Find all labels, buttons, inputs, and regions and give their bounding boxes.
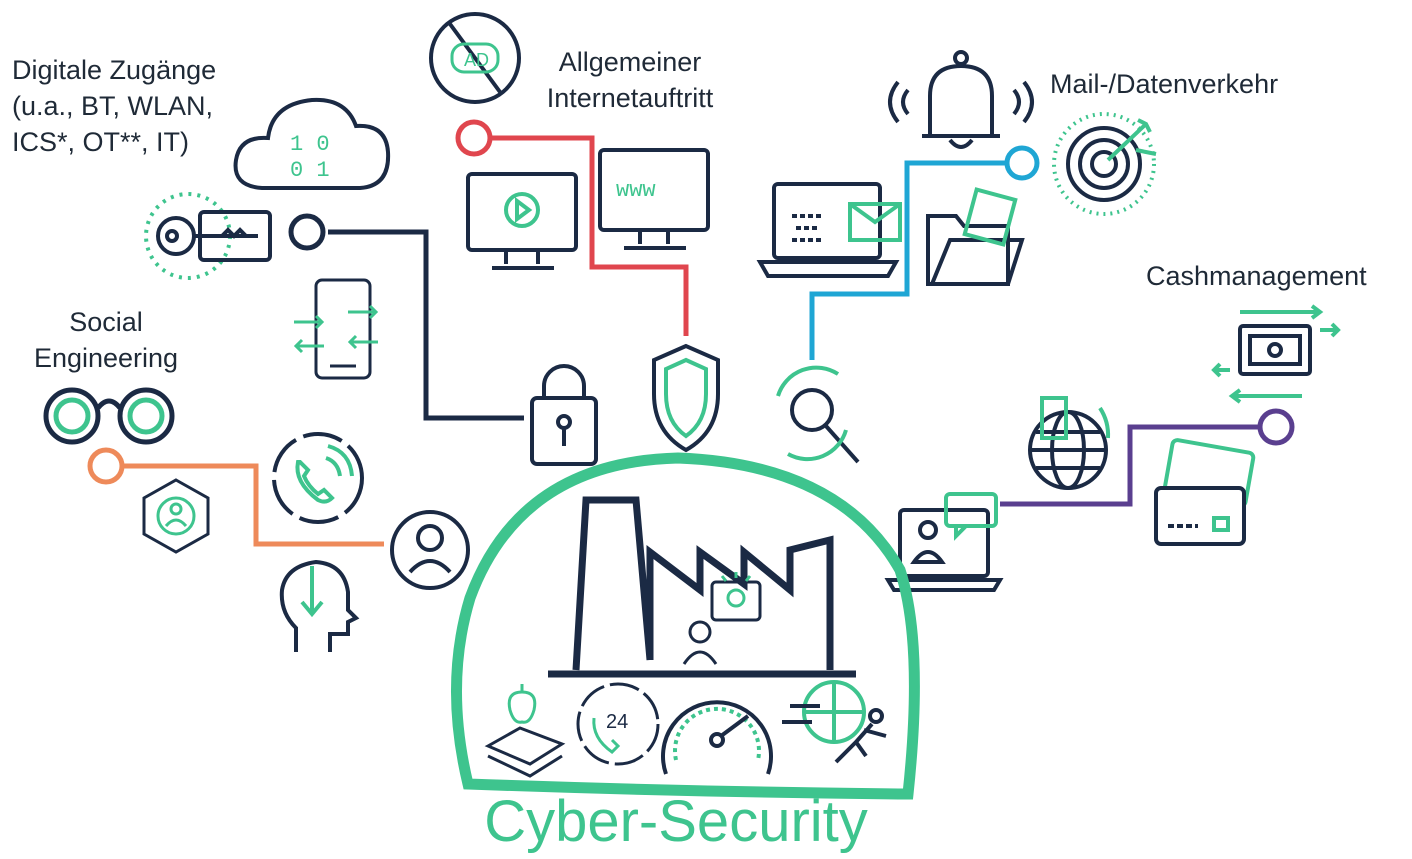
hotline-24-text: 24 [606, 711, 628, 733]
globe-runner-icon [782, 680, 887, 764]
ad-block-icon [429, 12, 521, 104]
head-download-icon [279, 559, 360, 652]
shield-icon [652, 343, 720, 453]
connector-digital-access [328, 229, 524, 421]
smartphone-transfer-icon [293, 278, 379, 380]
padlock-icon [530, 364, 598, 466]
user-avatar-icon [390, 510, 470, 590]
worker-idea-icon [682, 572, 762, 665]
search-refresh-icon [776, 365, 860, 464]
video-chat-laptop-icon [884, 492, 1004, 592]
connector-mail [809, 160, 1008, 360]
ad-block-text: AD [464, 50, 489, 70]
node-web-presence [455, 119, 493, 157]
bell-icon [888, 50, 1034, 149]
target-icon [1052, 112, 1157, 216]
speedometer-icon [661, 700, 773, 775]
video-monitor-icon [466, 172, 578, 270]
cloud-data-icon: 1 0 0 1 [233, 97, 391, 190]
node-social [87, 447, 125, 485]
website-monitor-icon [598, 148, 710, 250]
apple-books-icon [484, 684, 566, 778]
phone-call-icon [272, 432, 364, 524]
factory-icon [548, 496, 856, 678]
folder-document-icon [926, 187, 1025, 286]
global-network-icon [1028, 396, 1111, 490]
cyber-security-dome [451, 452, 920, 800]
node-cash [1257, 408, 1295, 446]
node-mail [1004, 145, 1040, 181]
hotline-24-icon [576, 682, 660, 766]
label-social: Social Engineering [33, 307, 179, 373]
label-mail: Mail-/Datenverkehr [1050, 69, 1279, 99]
user-network-icon [142, 478, 210, 554]
www-text: www [616, 178, 656, 203]
connector-web-presence [492, 135, 689, 336]
svg-text:0 1: 0 1 [290, 158, 330, 183]
laptop-mail-icon [756, 182, 902, 278]
money-transfer-icon [1211, 304, 1341, 404]
key-icon [144, 192, 272, 280]
label-web-presence: Allgemeiner Internetauftritt [546, 47, 714, 113]
svg-text:1 0: 1 0 [290, 132, 330, 157]
label-digital-access: Digitale Zugänge (u.a., BT, WLAN, ICS*, … [12, 55, 217, 157]
connector-cash [1000, 424, 1258, 507]
connector-social [124, 463, 384, 547]
label-cash: Cashmanagement [1146, 261, 1367, 291]
binoculars-icon [43, 387, 175, 445]
main-title: Cyber-Security [484, 789, 868, 854]
node-digital-access [288, 213, 326, 251]
credit-card-icon [1154, 438, 1256, 546]
